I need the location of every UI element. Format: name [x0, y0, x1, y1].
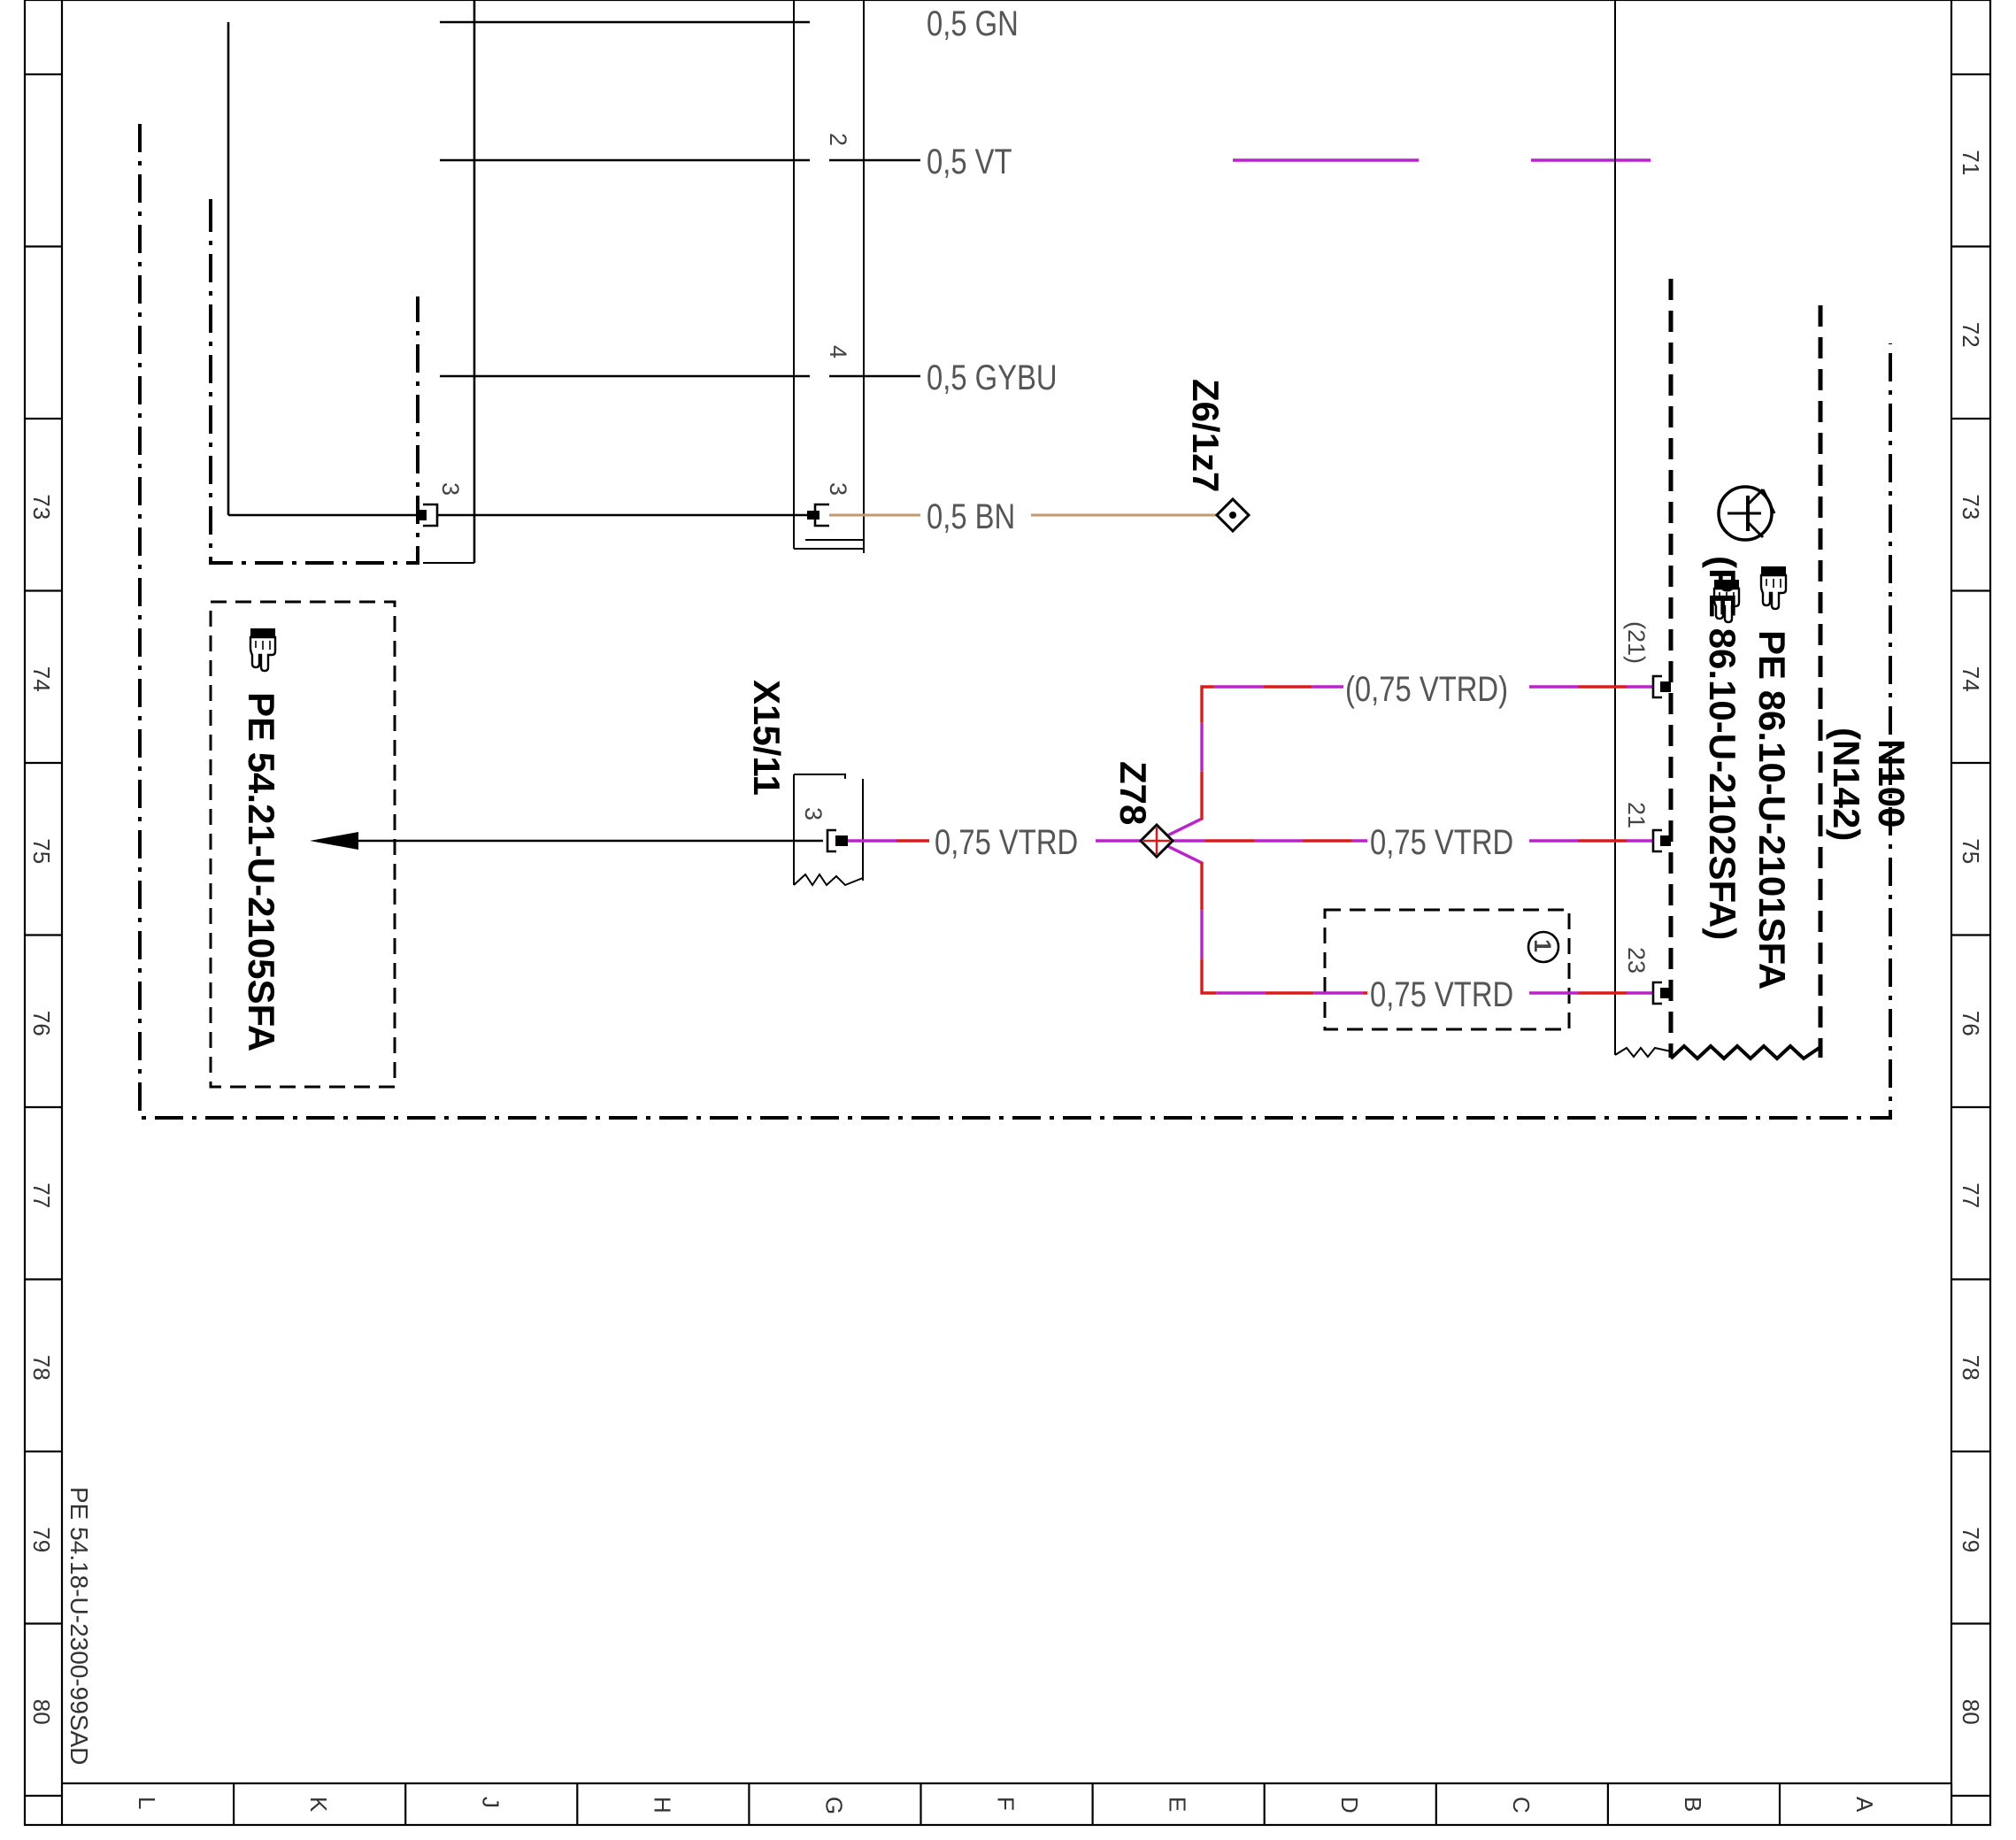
n100-pin-bottom: [1651, 981, 1671, 1005]
row-label-right: 71: [1958, 150, 1984, 175]
bn-connector-pin: [807, 503, 829, 527]
pointing-hand-icon-n100-1: [1759, 565, 1788, 611]
column-label: F: [993, 1797, 1020, 1811]
left-box-reference: PE 54.21-U-2105SFA: [241, 692, 282, 1051]
n100-control-unit: N100 (N142) PE 86.10-U-2101SFA (PE 86.10…: [1702, 485, 1912, 989]
pin-label-vt: 2: [825, 133, 851, 146]
row-label-left: 76: [28, 1011, 55, 1036]
row-label-left: 78: [28, 1355, 55, 1381]
row-label-right: 80: [1958, 1699, 1984, 1725]
x15-pin-label: 3: [800, 807, 827, 820]
left-connector-pin: [419, 503, 439, 527]
vtrd-mid-label: 0,75 VTRD: [1370, 822, 1513, 862]
column-label: D: [1336, 1797, 1363, 1813]
z6-label: Z6/1z7: [1185, 379, 1227, 492]
drawing-frame: 73 74 75 76 77 78 79 80 71 72 73 74 75 76 77 78 79 80 L K…: [23, 0, 1992, 1827]
left-connector-pin-label: 3: [437, 482, 464, 496]
sheet-reference: PE 54.18-U-2300-99SAD: [65, 1487, 93, 1765]
n142-label: (N142): [1826, 728, 1867, 841]
row-label-left: 75: [28, 838, 55, 864]
column-label: C: [1508, 1797, 1535, 1813]
n100-label: N100: [1871, 739, 1912, 828]
row-label-left: 73: [28, 494, 55, 520]
n100-pin-top: [1651, 674, 1671, 699]
x15-label: X15/11: [746, 680, 788, 796]
row-label-right: 75: [1958, 838, 1984, 864]
column-label: G: [820, 1797, 847, 1814]
n100-reference-1: PE 86.10-U-2101SFA: [1751, 630, 1793, 989]
x15-connection: 3 X15/11: [310, 680, 864, 887]
row-label-left: 79: [28, 1527, 55, 1552]
n100-pin-mid-label: 21: [1623, 802, 1650, 828]
row-label-left: 74: [28, 666, 55, 692]
note-marker-icon: [1527, 930, 1560, 964]
z78-label: Z78: [1112, 761, 1154, 825]
left-box-content: PE 54.21-U-2105SFA: [241, 627, 282, 1051]
left-reference-box: [209, 600, 396, 1089]
row-label-right: 73: [1958, 494, 1984, 520]
wire-label-vt: 0,5 VT: [927, 142, 1012, 181]
n100-reference-2: (PE 86.10-U-2102SFA): [1702, 556, 1743, 940]
upper-wiring: 0,5 GN 2 0,5 VT 4 0,5 GYBU 3: [227, 0, 1651, 564]
row-label-left: 77: [28, 1182, 55, 1208]
column-label: L: [134, 1797, 160, 1809]
row-label-right: 76: [1958, 1011, 1984, 1036]
column-label: B: [1680, 1797, 1706, 1812]
n100-pin-top-label: (21): [1623, 621, 1650, 664]
row-label-right: 74: [1958, 666, 1984, 692]
splice-z6-icon: [1214, 497, 1251, 534]
n100-pin-mid: [1651, 828, 1671, 853]
vtrd-main-label: 0,75 VTRD: [935, 822, 1078, 862]
wire-label-bn: 0,5 BN: [927, 497, 1015, 536]
pointing-hand-icon: [249, 627, 277, 673]
row-label-right: 77: [1958, 1182, 1984, 1208]
column-label: E: [1165, 1797, 1191, 1812]
arrow-left-icon: [310, 832, 358, 850]
splice-z78-icon: [1138, 822, 1175, 859]
pin-label-gybu: 4: [825, 345, 851, 358]
note-marker-label: 1: [1529, 939, 1556, 952]
row-label-right: 78: [1958, 1355, 1984, 1381]
n100-pin-bottom-label: 23: [1623, 947, 1650, 974]
pin-label-bn: 3: [825, 482, 851, 496]
row-label-left: 80: [28, 1699, 55, 1725]
wire-label-gn: 0,5 GN: [927, 4, 1019, 43]
vtrd-wiring: 0,75 VTRD (0,75 VTRD) 0,75 VTRD 0,75 VTR…: [848, 621, 1671, 1014]
note-box: [1323, 908, 1571, 1031]
column-label: K: [305, 1797, 332, 1813]
row-label-right: 72: [1958, 322, 1984, 348]
row-label-right: 79: [1958, 1527, 1984, 1552]
vtrd-top-label: (0,75 VTRD): [1345, 669, 1508, 709]
wire-label-gybu: 0,5 GYBU: [927, 358, 1058, 397]
transistor-icon: [1717, 485, 1776, 542]
column-label: H: [649, 1797, 675, 1813]
column-label: J: [477, 1797, 504, 1808]
vtrd-bottom-label: 0,75 VTRD: [1370, 974, 1513, 1014]
boundaries: [138, 0, 1892, 1120]
x15-connector-pin: [826, 828, 848, 853]
column-label: A: [1851, 1797, 1878, 1813]
